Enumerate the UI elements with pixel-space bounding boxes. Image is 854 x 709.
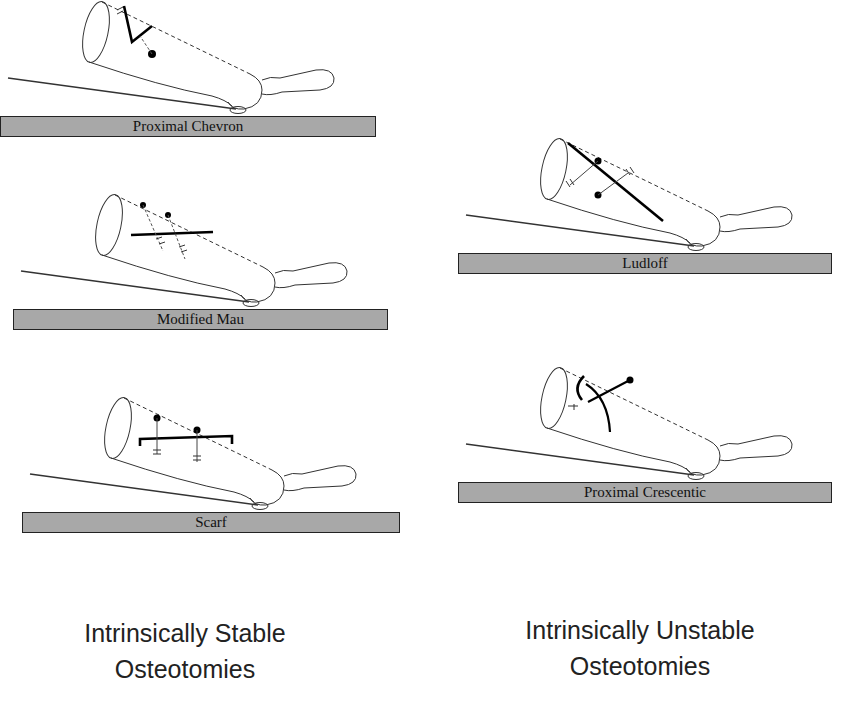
bar-label: Proximal Chevron xyxy=(133,119,243,134)
bar-label: Scarf xyxy=(195,515,227,530)
metatarsal-drawing xyxy=(8,0,334,113)
metatarsal-drawing xyxy=(21,192,347,306)
label-bar: Proximal Crescentic xyxy=(458,482,832,503)
bar-label: Modified Mau xyxy=(157,312,244,327)
group-caption: Intrinsically Stable Osteotomies xyxy=(53,615,318,688)
label-bar: Modified Mau xyxy=(13,309,388,330)
bar-label: Proximal Crescentic xyxy=(584,485,706,500)
group-caption: Intrinsically Unstable Osteotomies xyxy=(495,612,785,685)
label-bar: Proximal Chevron xyxy=(0,116,376,137)
metatarsal-drawing xyxy=(466,136,792,250)
metatarsal-drawing xyxy=(466,365,792,479)
label-bar: Ludloff xyxy=(458,253,832,274)
bar-label: Ludloff xyxy=(622,256,668,271)
metatarsal-drawing xyxy=(30,395,356,509)
label-bar: Scarf xyxy=(22,512,400,533)
